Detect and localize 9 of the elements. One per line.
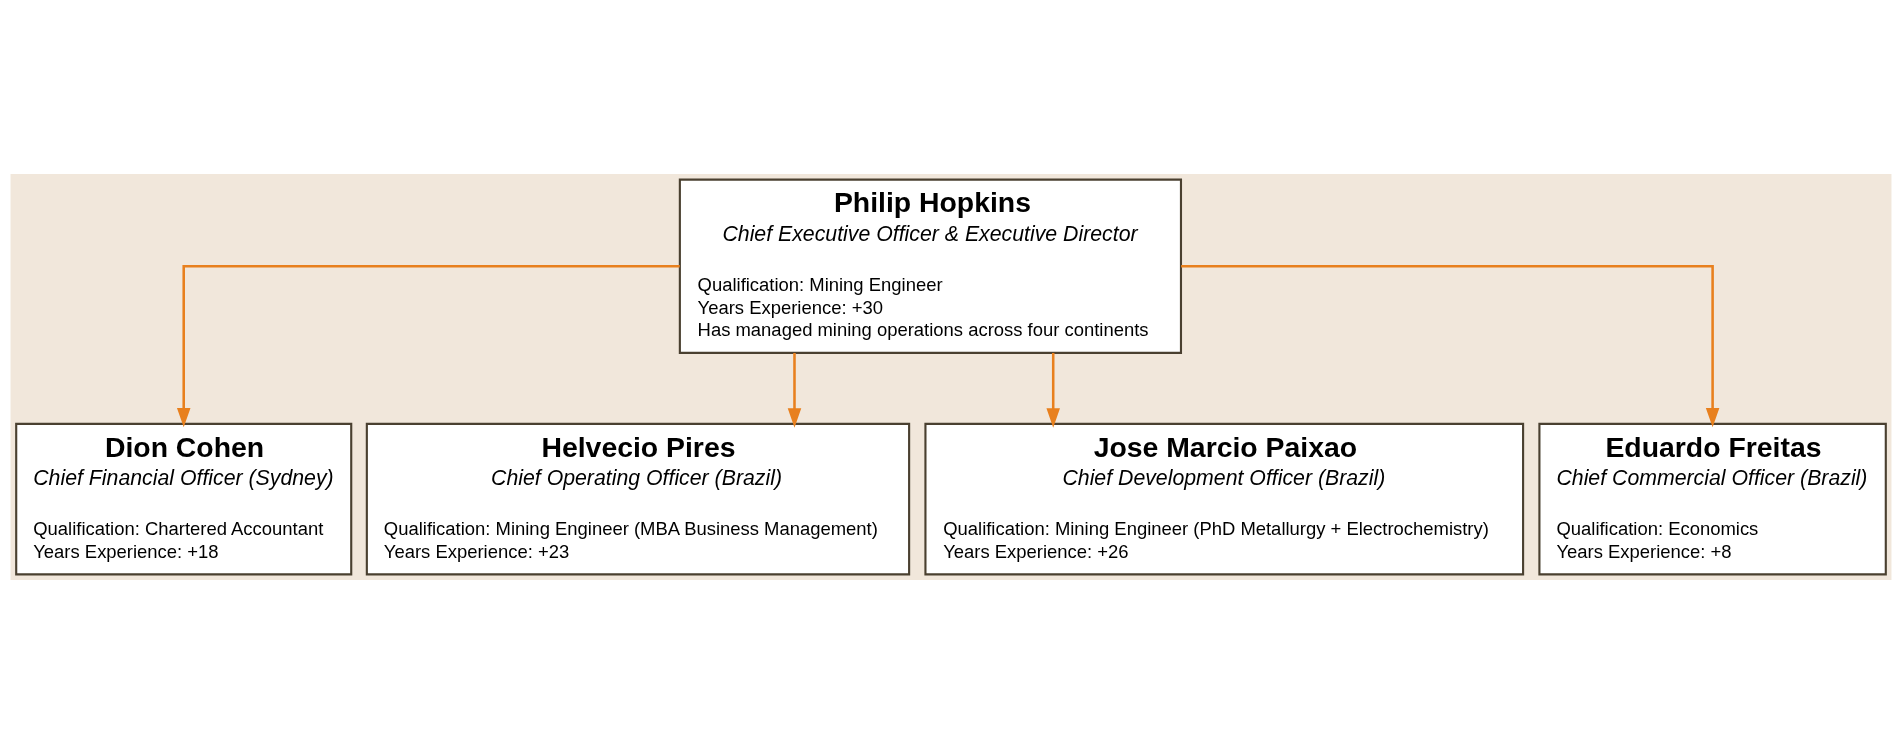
arrow: [1180, 265, 1719, 428]
node-box: Jose Marcio Paixao Chief Development Officer (Brazil) Qualification: Mining Engineer (PhD Metallurgy + Electrochemistry) Years Experience: +26: [923, 422, 1524, 576]
node-box: Eduardo Freitas Chief Commercial Officer (Brazil) Qualification: Economics Years Experience: +8: [1537, 422, 1887, 576]
node-box: Philip Hopkins Chief Executive Officer & Executive Director Qualification: Mining Engineer Years Experience: +30 Has managed mining operations across four continents: [678, 178, 1182, 354]
node-box: Helvecio Pires Chief Operating Officer (Brazil) Qualification: Mining Engineer (MBA Business Management) Years Experience: +23: [365, 422, 910, 576]
node-box: Dion Cohen Chief Financial Officer (Sydney) Qualification: Chartered Accountant Years Experience: +18: [14, 422, 352, 576]
arrow: [176, 265, 680, 428]
arrow: [787, 352, 801, 428]
arrow: [1045, 352, 1060, 428]
